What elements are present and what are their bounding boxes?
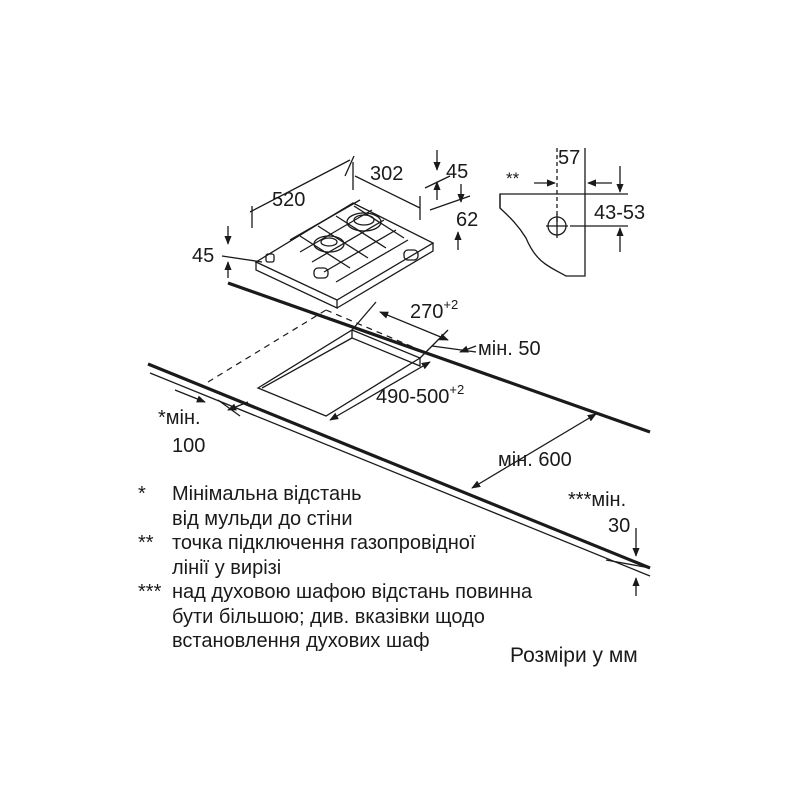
footnote-2: ** точка підключення газопровідної лінії… bbox=[138, 531, 558, 580]
dim-min-100-label: *мін. bbox=[158, 407, 201, 429]
dim-302: 302 bbox=[370, 163, 403, 185]
dim-min-30-label: ***мін. bbox=[568, 489, 626, 511]
dim-min-30-value: 30 bbox=[608, 515, 630, 537]
dim-490-500: 490-500+2 bbox=[376, 382, 464, 408]
dim-62: 62 bbox=[456, 209, 478, 231]
footnote-1: * Мінімальна відстань від мульди до стін… bbox=[138, 482, 558, 531]
footnote-mark: *** bbox=[138, 581, 162, 603]
worktop-dimensions: 270+2 мін. 50 490-500+2 *мін. 100 мін. 6… bbox=[158, 297, 651, 596]
dim-star-marker: ** bbox=[506, 169, 520, 188]
hob-dimensions: 520 302 45 62 45 bbox=[192, 150, 478, 278]
dim-min-100-value: 100 bbox=[172, 435, 205, 457]
dim-57: 57 bbox=[558, 147, 580, 169]
worktop-illustration bbox=[147, 281, 651, 577]
dim-min-600: мін. 600 bbox=[498, 449, 572, 471]
dim-270: 270+2 bbox=[410, 297, 458, 323]
footnotes: * Мінімальна відстань від мульди до стін… bbox=[138, 482, 558, 654]
footnote-mark: * bbox=[138, 483, 146, 505]
gas-connection-illustration: 57 ** 43-53 bbox=[499, 147, 645, 277]
footnote-text: Мінімальна відстань від мульди до стіни bbox=[172, 483, 362, 530]
footnote-text: точка підключення газопровідної лінії у … bbox=[172, 532, 476, 579]
hob-illustration bbox=[254, 199, 435, 310]
dim-43-53: 43-53 bbox=[594, 202, 645, 224]
footnote-mark: ** bbox=[138, 532, 154, 554]
dim-520: 520 bbox=[272, 189, 305, 211]
dim-min-50: мін. 50 bbox=[478, 338, 541, 360]
footnote-text: над духовою шафою відстань повинна бути … bbox=[172, 581, 533, 652]
dim-45-left: 45 bbox=[192, 245, 214, 267]
footnote-3: *** над духовою шафою відстань повинна б… bbox=[138, 580, 558, 654]
dim-45-top: 45 bbox=[446, 161, 468, 183]
units-caption: Розміри у мм bbox=[510, 644, 638, 667]
